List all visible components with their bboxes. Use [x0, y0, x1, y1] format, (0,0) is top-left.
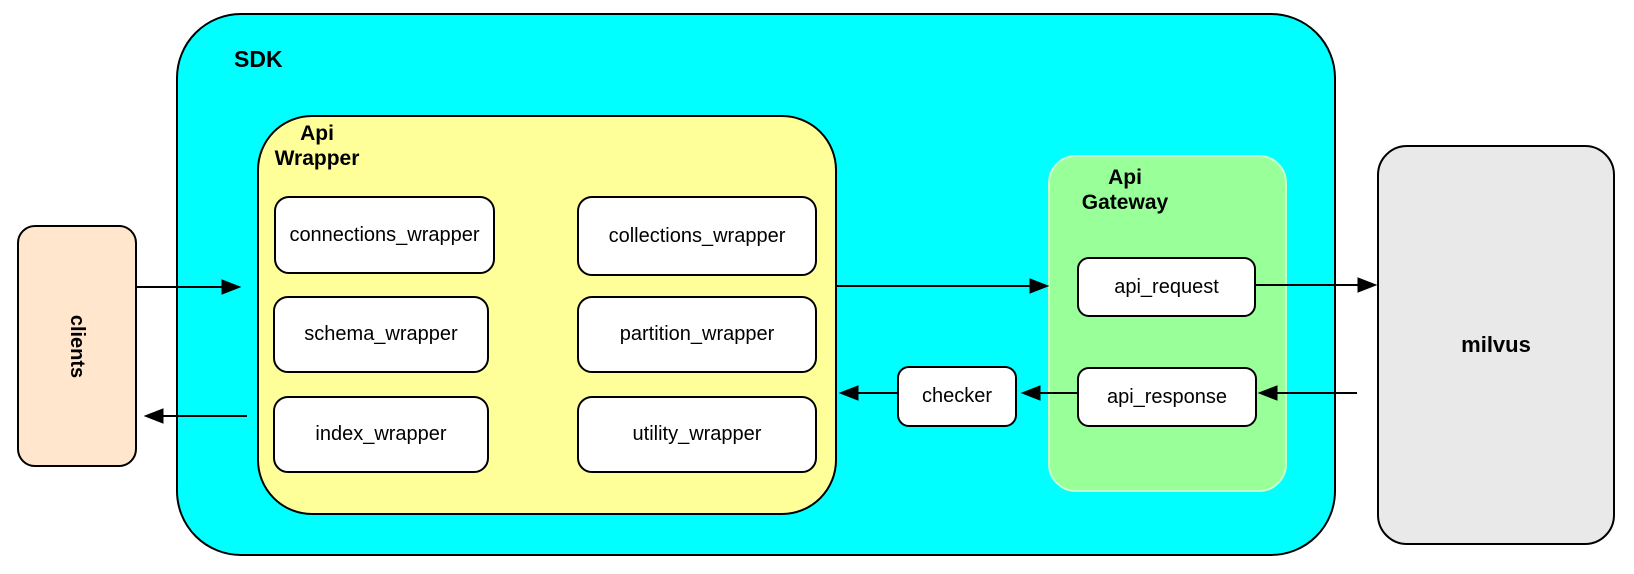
clients-label: clients	[66, 314, 89, 378]
schema-wrapper-box: schema_wrapper	[273, 296, 489, 373]
index-wrapper-box: index_wrapper	[273, 396, 489, 473]
api-gateway-label: Api Gateway	[1081, 166, 1169, 214]
api-wrapper-label: Api Wrapper	[274, 122, 360, 170]
api-response-box: api_response	[1077, 367, 1257, 427]
api-gateway-container: Api Gateway	[1048, 155, 1287, 492]
connections-wrapper-box: connections_wrapper	[274, 196, 495, 274]
partition-wrapper-box: partition_wrapper	[577, 296, 817, 373]
milvus-box: milvus	[1377, 145, 1615, 545]
collections-wrapper-box: collections_wrapper	[577, 196, 817, 276]
sdk-label: SDK	[234, 46, 283, 72]
utility-wrapper-box: utility_wrapper	[577, 396, 817, 473]
clients-box: clients	[17, 225, 137, 467]
api-request-box: api_request	[1077, 257, 1256, 317]
checker-box: checker	[897, 366, 1017, 427]
